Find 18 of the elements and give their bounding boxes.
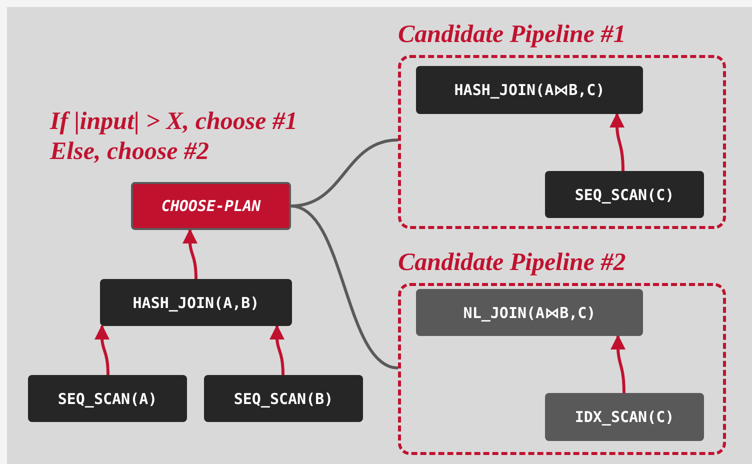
operator-box: SEQ_SCAN(B) [204,375,363,422]
arrow [182,228,198,280]
pipeline-heading: Candidate Pipeline #2 [398,248,626,278]
arrow [94,324,110,376]
arrow [610,112,624,172]
operator-box: SEQ_SCAN(A) [28,375,187,422]
operator-box: SEQ_SCAN(C) [545,171,704,218]
operator-box: IDX_SCAN(C) [545,393,704,441]
connector-line [290,204,398,370]
operator-box: NL_JOIN(A⋈B,C) [416,289,643,336]
arrow [610,334,626,394]
pipeline-heading: Candidate Pipeline #1 [398,20,626,50]
condition-note: If |input| > X, choose #1 [50,108,298,136]
condition-note: Else, choose #2 [50,138,210,166]
operator-box: HASH_JOIN(A,B) [100,279,292,326]
operator-box: HASH_JOIN(A⋈B,C) [416,66,643,114]
operator-box: CHOOSE-PLAN [131,182,291,230]
arrow [270,324,284,376]
